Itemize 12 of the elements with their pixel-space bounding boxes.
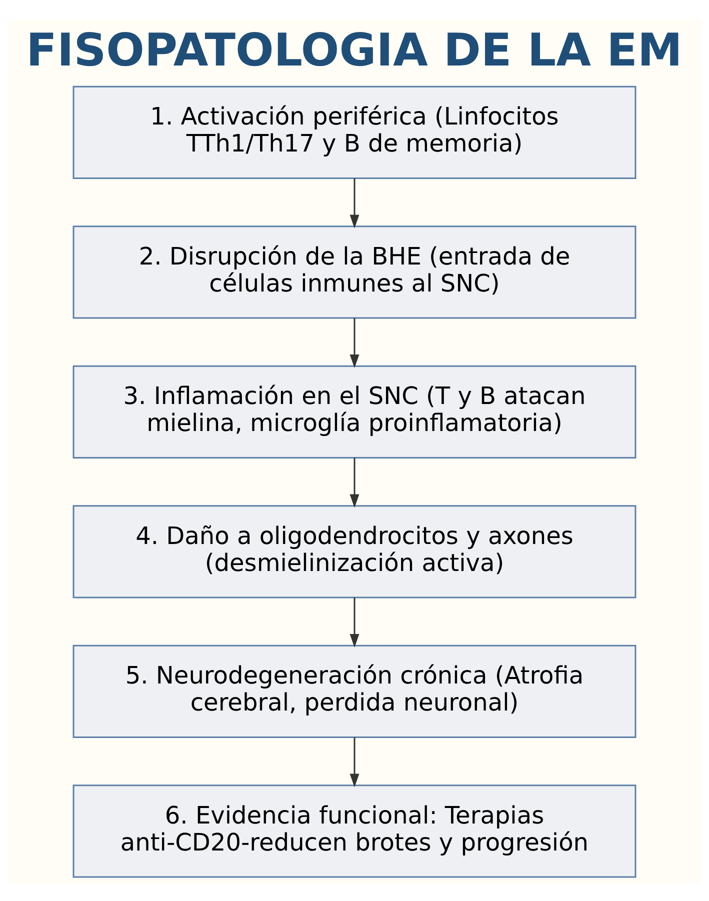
- node-box: 3. Inflamación en el SNC (T y B atacan mielina, microglía proinflamatoria): [72, 364, 636, 458]
- diagram-title: FISOPATOLOGIA DE LA EM: [26, 23, 682, 76]
- node-box: 6. Evidencia funcional: Terapias anti-CD20-reducen brotes y progresión: [72, 784, 636, 878]
- arrow: [350, 318, 360, 368]
- arrow: [350, 457, 360, 508]
- arrow: [350, 178, 360, 228]
- node-box: 4. Daño a oligodendrocitos y axones (desmielinización activa): [72, 504, 636, 598]
- node-box: 5. Neurodegeneración crónica (Atrofia cerebral, perdida neuronal): [72, 644, 636, 738]
- arrow: [350, 736, 360, 787]
- node-box: 1. Activación periférica (Linfocitos TTh1/Th17 y B de memoria): [72, 85, 636, 179]
- node-box: 2. Disrupción de la BHE (entrada de células inmunes al SNC): [72, 225, 636, 318]
- arrow: [350, 597, 360, 648]
